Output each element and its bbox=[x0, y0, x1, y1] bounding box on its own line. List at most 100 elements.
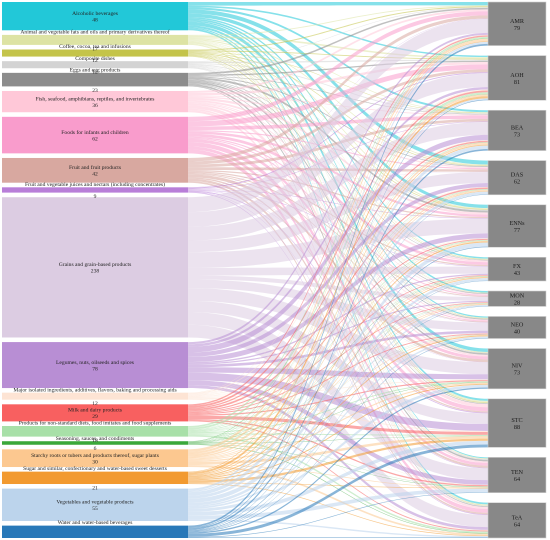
link-fish-seafood-amphibians-reptiles-and-invertebrates-to-bea bbox=[188, 95, 488, 116]
link-fruit-and-fruit-products-to-das bbox=[188, 167, 488, 172]
source-node-eggs-and-egg-products[interactable] bbox=[2, 72, 188, 87]
target-value: 64 bbox=[514, 521, 520, 528]
link-products-for-non-standard-diets-food-imitates-and-food-supplements-to-aoh bbox=[188, 92, 488, 430]
link-fruit-and-fruit-products-to-enns bbox=[188, 169, 488, 219]
link-legumes-nuts-oilseeds-and-spices-to-aoh bbox=[188, 87, 488, 347]
source-value: 238 bbox=[91, 269, 100, 275]
target-node-neo[interactable] bbox=[487, 316, 547, 339]
source-node-fruit-and-fruit-products[interactable] bbox=[2, 157, 188, 183]
source-node-water-and-water-based-beverages[interactable] bbox=[2, 525, 188, 538]
link-legumes-nuts-oilseeds-and-spices-to-das bbox=[188, 182, 488, 357]
source-node-sugar-and-similar-confectionary-and-water-based-sweet-desserts[interactable] bbox=[2, 471, 188, 485]
link-milk-and-dairy-products-to-aoh bbox=[188, 90, 488, 408]
link-vegetables-and-vegetable-products-to-niv bbox=[188, 384, 488, 512]
link-starchy-roots-or-tubers-and-products-thereof-sugar-plants-to-neo bbox=[188, 334, 488, 461]
link-foods-for-infants-and-children-to-fx bbox=[188, 133, 488, 265]
link-seasoning-sauces-and-condiments-to-enns bbox=[188, 240, 488, 443]
source-value: 36 bbox=[92, 103, 98, 109]
link-major-isolated-ingredients-additives-flavors-baking-and-processing-aids-to-tea bbox=[188, 399, 488, 531]
source-node-grains-and-grain-based-products[interactable] bbox=[2, 197, 188, 338]
link-starchy-roots-or-tubers-and-products-thereof-sugar-plants-to-mon bbox=[188, 303, 488, 460]
link-vegetables-and-vegetable-products-to-aoh bbox=[188, 98, 488, 493]
link-sugar-and-similar-confectionary-and-water-based-sweet-desserts-to-amr bbox=[188, 41, 488, 473]
target-node-mon[interactable] bbox=[487, 290, 547, 307]
link-seasoning-sauces-and-condiments-to-niv bbox=[188, 382, 488, 444]
target-node-ten[interactable] bbox=[487, 457, 547, 493]
link-sugar-and-similar-confectionary-and-water-based-sweet-desserts-to-enns bbox=[188, 241, 488, 478]
target-node-bea[interactable] bbox=[487, 109, 547, 151]
target-node-enns[interactable] bbox=[487, 204, 547, 248]
link-milk-and-dairy-products-to-amr bbox=[188, 35, 488, 406]
target-node-fx[interactable] bbox=[487, 256, 547, 282]
link-sugar-and-similar-confectionary-and-water-based-sweet-desserts-to-das bbox=[188, 191, 488, 477]
source-label: Foods for infants and children bbox=[61, 129, 129, 136]
link-fruit-and-fruit-products-to-fx bbox=[188, 171, 488, 267]
source-node-legumes-nuts-oilseeds-and-spices[interactable] bbox=[2, 342, 188, 389]
source-value: 78 bbox=[92, 366, 98, 372]
source-label: Sugar and similar, confectionary and wat… bbox=[23, 465, 167, 472]
link-vegetables-and-vegetable-products-to-das bbox=[188, 191, 488, 499]
link-products-for-non-standard-diets-food-imitates-and-food-supplements-to-enns bbox=[188, 239, 488, 432]
link-foods-for-infants-and-children-to-stc bbox=[188, 142, 488, 412]
target-node-tea[interactable] bbox=[487, 502, 547, 539]
target-node-amr[interactable] bbox=[487, 1, 547, 46]
source-node-vegetables-and-vegetable-products[interactable] bbox=[2, 488, 188, 522]
source-node-milk-and-dairy-products[interactable] bbox=[2, 404, 188, 422]
target-node-das[interactable] bbox=[487, 160, 547, 196]
target-label: NEO bbox=[511, 321, 524, 328]
source-label: Alcoholic beverages bbox=[72, 11, 118, 17]
source-node-alcoholic-beverages[interactable] bbox=[2, 2, 188, 31]
target-label: TeA bbox=[512, 514, 523, 521]
source-label: Starchy roots or tubers and products the… bbox=[31, 452, 159, 459]
link-major-isolated-ingredients-additives-flavors-baking-and-processing-aids-to-neo bbox=[188, 333, 488, 397]
sankey-links bbox=[188, 2, 488, 538]
link-products-for-non-standard-diets-food-imitates-and-food-supplements-to-neo bbox=[188, 334, 488, 433]
source-node-fruit-and-vegetable-juices-and-nectars-including-concentrates[interactable] bbox=[2, 187, 188, 193]
source-value: 29 bbox=[92, 414, 98, 420]
link-coffee-cocoa-tea-and-infusions-to-tea bbox=[188, 56, 488, 506]
source-value: 17 bbox=[92, 46, 98, 52]
source-node-starchy-roots-or-tubers-and-products-thereof-sugar-plants[interactable] bbox=[2, 449, 188, 468]
target-value: 28 bbox=[514, 300, 520, 307]
source-node-composite-dishes[interactable] bbox=[2, 61, 188, 69]
target-label: NIV bbox=[512, 363, 524, 370]
source-node-coffee-cocoa-tea-and-infusions[interactable] bbox=[2, 49, 188, 57]
link-fish-seafood-amphibians-reptiles-and-invertebrates-to-stc bbox=[188, 105, 488, 408]
source-node-animal-and-vegetable-fats-and-oils-and-primary-derivatives-thereof[interactable] bbox=[2, 34, 188, 45]
link-fruit-and-vegetable-juices-and-nectars-including-concentrates-to-niv bbox=[188, 190, 488, 363]
target-node-stc[interactable] bbox=[487, 398, 547, 448]
source-node-fish-seafood-amphibians-reptiles-and-invertebrates[interactable] bbox=[2, 91, 188, 113]
source-label: Fish, seafood, amphibians, reptiles, and… bbox=[36, 95, 155, 102]
source-node-foods-for-infants-and-children[interactable] bbox=[2, 116, 188, 154]
link-vegetables-and-vegetable-products-to-fx bbox=[188, 278, 488, 506]
target-label: ENNs bbox=[509, 220, 525, 227]
link-vegetables-and-vegetable-products-to-stc bbox=[188, 440, 488, 516]
link-water-and-water-based-beverages-to-das bbox=[188, 194, 488, 531]
source-label: Seasoning, sauces, and condiments bbox=[56, 436, 134, 442]
link-major-isolated-ingredients-additives-flavors-baking-and-processing-aids-to-ten bbox=[188, 398, 488, 486]
link-grains-and-grain-based-products-to-mon bbox=[188, 275, 488, 301]
source-node-seasoning-sauces-and-condiments[interactable] bbox=[2, 441, 188, 445]
link-major-isolated-ingredients-additives-flavors-baking-and-processing-aids-to-stc bbox=[188, 397, 488, 432]
link-water-and-water-based-beverages-to-enns bbox=[188, 246, 488, 532]
link-starchy-roots-or-tubers-and-products-thereof-sugar-plants-to-aoh bbox=[188, 94, 488, 455]
link-milk-and-dairy-products-to-ten bbox=[188, 418, 488, 487]
source-node-products-for-non-standard-diets-food-imitates-and-food-supplements[interactable] bbox=[2, 426, 188, 437]
link-legumes-nuts-oilseeds-and-spices-to-bea bbox=[188, 134, 488, 353]
link-alcoholic-beverages-to-aoh bbox=[188, 5, 488, 58]
link-foods-for-infants-and-children-to-enns bbox=[188, 131, 488, 217]
link-seasoning-sauces-and-condiments-to-tea bbox=[188, 444, 488, 534]
link-sugar-and-similar-confectionary-and-water-based-sweet-desserts-to-ten bbox=[188, 482, 488, 489]
source-label: Vegetables and vegetable products bbox=[56, 500, 133, 506]
source-label: Composite dishes bbox=[75, 56, 115, 62]
source-label: Legumes, nuts, oilseeds and spices bbox=[56, 360, 134, 366]
target-node-niv[interactable] bbox=[487, 348, 547, 390]
link-products-for-non-standard-diets-food-imitates-and-food-supplements-to-tea bbox=[188, 434, 488, 534]
link-sugar-and-similar-confectionary-and-water-based-sweet-desserts-to-neo bbox=[188, 335, 488, 480]
target-value: 62 bbox=[514, 179, 520, 186]
target-node-aoh[interactable] bbox=[487, 55, 547, 101]
target-value: 79 bbox=[514, 25, 520, 32]
link-seasoning-sauces-and-condiments-to-ten bbox=[188, 443, 488, 488]
source-node-major-isolated-ingredients-additives-flavors-baking-and-processing-aids[interactable] bbox=[2, 392, 188, 400]
